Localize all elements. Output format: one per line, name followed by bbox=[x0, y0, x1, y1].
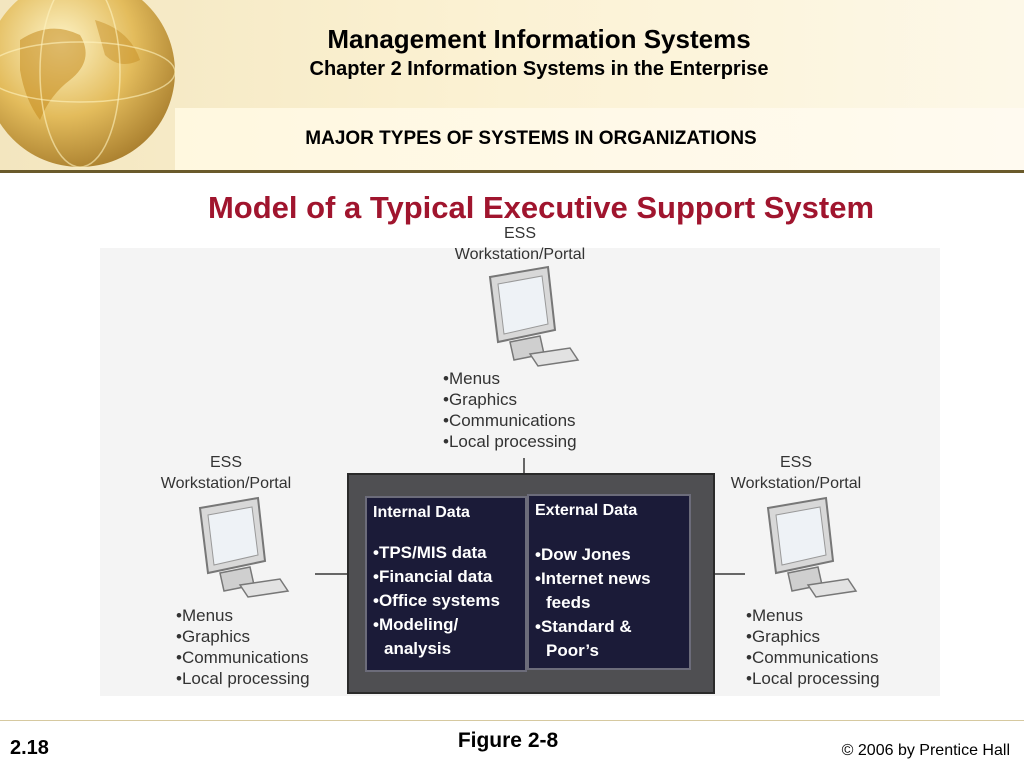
slide-title: Model of a Typical Executive Support Sys… bbox=[207, 190, 875, 225]
list-item: Local processing bbox=[746, 668, 880, 689]
list-item: Menus bbox=[443, 368, 577, 389]
computer-icon bbox=[766, 496, 858, 598]
header-divider bbox=[0, 170, 1024, 173]
list-item: Local processing bbox=[443, 431, 577, 452]
top-portal-label: Workstation/Portal bbox=[454, 246, 586, 263]
section-band bbox=[175, 108, 1024, 170]
list-item: Communications bbox=[746, 647, 880, 668]
list-item: Menus bbox=[746, 605, 880, 626]
list-item: Standard & Poor’s bbox=[535, 615, 666, 663]
section-title: MAJOR TYPES OF SYSTEMS IN ORGANIZATIONS bbox=[305, 128, 757, 149]
list-item: Modeling/ analysis bbox=[373, 613, 494, 661]
chapter-subtitle: Chapter 2 Information Systems in the Ent… bbox=[309, 58, 769, 80]
external-data-list: Dow Jones Internet news feeds Standard &… bbox=[535, 543, 686, 663]
globe-icon bbox=[0, 0, 176, 168]
list-item: Communications bbox=[176, 647, 310, 668]
internal-data-heading: Internal Data bbox=[373, 504, 470, 521]
right-workstation-label: ESS Workstation/Portal bbox=[706, 452, 886, 494]
internal-data-list: TPS/MIS data Financial data Office syste… bbox=[373, 541, 500, 661]
right-feature-list: Menus Graphics Communications Local proc… bbox=[746, 605, 880, 689]
computer-icon bbox=[198, 496, 290, 598]
list-item: Office systems bbox=[373, 589, 500, 613]
data-sources-box: Internal Data TPS/MIS data Financial dat… bbox=[347, 473, 715, 694]
external-data-heading: External Data bbox=[535, 502, 638, 519]
list-item: Local processing bbox=[176, 668, 310, 689]
slide-header: Management Information Systems Chapter 2… bbox=[0, 0, 1024, 170]
list-item: Menus bbox=[176, 605, 310, 626]
left-portal-label: Workstation/Portal bbox=[160, 475, 292, 492]
right-portal-label: Workstation/Portal bbox=[730, 475, 862, 492]
page-number: 2.18 bbox=[10, 737, 49, 759]
left-ess-label: ESS bbox=[209, 454, 242, 471]
list-item: Financial data bbox=[373, 565, 500, 589]
list-item: Internet news feeds bbox=[535, 567, 686, 615]
top-workstation-label: ESS Workstation/Portal bbox=[430, 223, 610, 265]
figure-caption: Figure 2-8 bbox=[457, 729, 559, 752]
internal-data-panel: Internal Data TPS/MIS data Financial dat… bbox=[365, 496, 527, 672]
left-workstation-label: ESS Workstation/Portal bbox=[136, 452, 316, 494]
list-item: Dow Jones bbox=[535, 543, 686, 567]
course-title: Management Information Systems bbox=[327, 24, 751, 54]
top-feature-list: Menus Graphics Communications Local proc… bbox=[443, 368, 577, 452]
top-ess-label: ESS bbox=[503, 225, 536, 242]
list-item: Communications bbox=[443, 410, 577, 431]
copyright-notice: © 2006 by Prentice Hall bbox=[841, 742, 1010, 759]
list-item: Graphics bbox=[176, 626, 310, 647]
footer-divider bbox=[0, 720, 1024, 721]
computer-icon bbox=[488, 265, 580, 367]
left-feature-list: Menus Graphics Communications Local proc… bbox=[176, 605, 310, 689]
right-ess-label: ESS bbox=[779, 454, 812, 471]
list-item: TPS/MIS data bbox=[373, 541, 500, 565]
list-item: Graphics bbox=[443, 389, 577, 410]
list-item: Graphics bbox=[746, 626, 880, 647]
external-data-panel: External Data Dow Jones Internet news fe… bbox=[527, 494, 691, 670]
